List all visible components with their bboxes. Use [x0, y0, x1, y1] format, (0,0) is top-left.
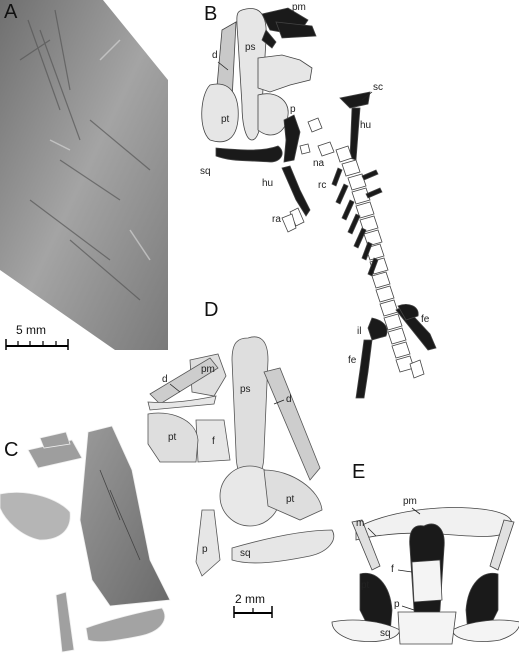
svg-text:il: il — [357, 326, 361, 337]
svg-text:pt: pt — [286, 494, 295, 505]
panel-letter-c: C — [4, 439, 19, 461]
svg-text:ps: ps — [240, 384, 251, 395]
svg-text:hu: hu — [360, 120, 371, 131]
svg-text:na: na — [313, 158, 325, 169]
svg-text:f: f — [391, 564, 394, 575]
svg-text:sc: sc — [373, 82, 383, 93]
svg-text:pm: pm — [292, 2, 306, 13]
svg-text:pm: pm — [201, 364, 215, 375]
svg-text:sq: sq — [240, 548, 251, 559]
svg-text:fe: fe — [421, 314, 430, 325]
svg-text:hu: hu — [262, 178, 273, 189]
svg-text:rc: rc — [318, 180, 326, 191]
panel-e-labels: pm m f pt p sq — [356, 496, 421, 639]
svg-text:m: m — [356, 518, 364, 529]
panel-b-labels: pm d ps pt p sc hu sq na hu rc ra il fe … — [200, 2, 430, 366]
panel-letter-e: E — [352, 461, 366, 483]
svg-text:fe: fe — [348, 355, 357, 366]
svg-text:p: p — [202, 544, 208, 555]
panel-e-drawing — [331, 507, 519, 645]
panel-a-photo — [0, 0, 168, 350]
scale-label-d: 2 mm — [235, 592, 265, 606]
svg-text:ra: ra — [272, 214, 281, 225]
svg-text:d: d — [162, 374, 168, 385]
scale-label-a: 5 mm — [16, 323, 46, 337]
panel-letter-a: A — [4, 1, 18, 23]
svg-text:pt: pt — [221, 114, 230, 125]
panel-letter-d: D — [204, 299, 219, 321]
scale-bar-a — [5, 339, 69, 350]
svg-text:p: p — [290, 104, 296, 115]
svg-text:p: p — [394, 599, 400, 610]
panel-letter-b: B — [204, 3, 218, 25]
svg-text:pt: pt — [361, 580, 370, 591]
svg-text:f: f — [212, 436, 215, 447]
svg-text:ps: ps — [245, 42, 256, 53]
svg-text:pt: pt — [168, 432, 177, 443]
svg-text:d: d — [286, 394, 292, 405]
svg-text:d: d — [212, 50, 218, 61]
panel-d-labels: d pm ps d pt f pt p sq — [162, 364, 295, 559]
panel-d-drawing — [147, 336, 335, 577]
scale-bar-d — [233, 606, 273, 618]
panel-c-photo — [0, 425, 171, 653]
svg-text:pm: pm — [403, 496, 417, 507]
panel-b-drawing — [201, 7, 437, 399]
svg-text:sq: sq — [200, 166, 211, 177]
svg-text:sq: sq — [380, 628, 391, 639]
